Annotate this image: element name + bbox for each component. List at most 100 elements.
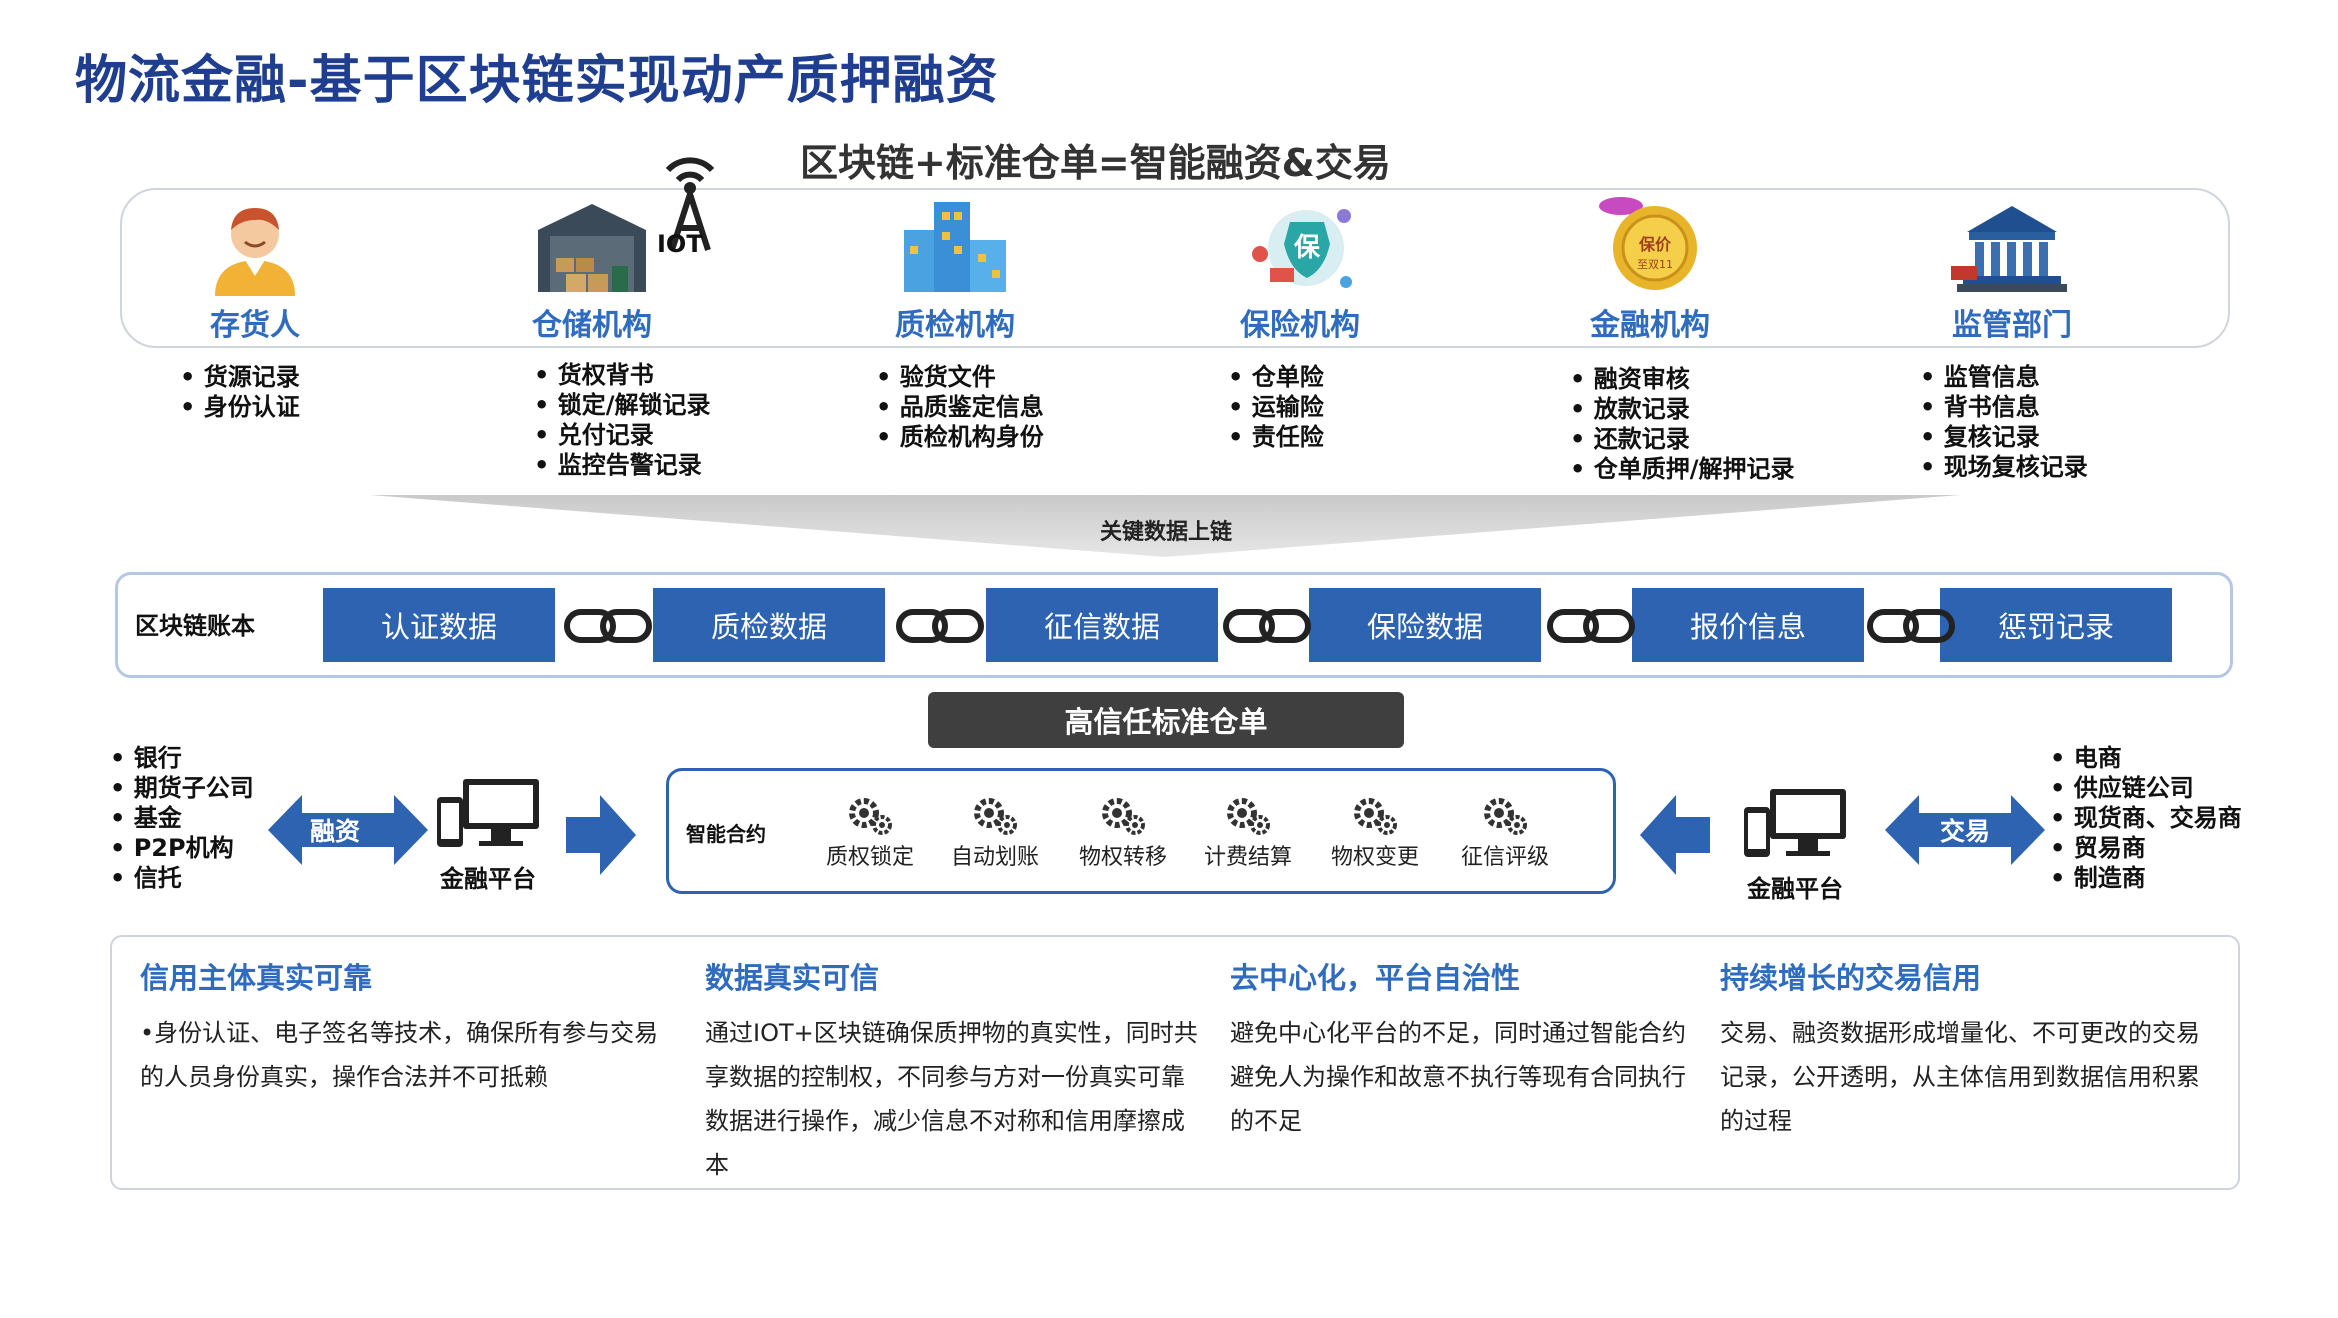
insurance-records: 仓单险 运输险 责任险 bbox=[1228, 362, 1324, 452]
list-item: 责任险 bbox=[1228, 422, 1324, 452]
list-item: 贸易商 bbox=[2050, 833, 2242, 863]
block-penalty-records: 惩罚记录 bbox=[1940, 588, 2172, 662]
gears-icon bbox=[1354, 798, 1397, 835]
building-icon bbox=[904, 202, 1006, 292]
insurance-icon: 保 bbox=[1252, 209, 1352, 288]
list-item: 运输险 bbox=[1228, 392, 1324, 422]
func-label: 征信评级 bbox=[1460, 845, 1549, 870]
list-item: 融资审核 bbox=[1570, 364, 1794, 394]
svg-text:保价: 保价 bbox=[1638, 235, 1672, 254]
block-credit-data: 征信数据 bbox=[986, 588, 1218, 662]
regulator-records: 监管信息 背书信息 复核记录 现场复核记录 bbox=[1920, 362, 2088, 482]
page-title: 物流金融-基于区块链实现动产质押融资 bbox=[75, 51, 999, 111]
benefit-growing-credit: 持续增长的交易信用 交易、融资数据形成增量化、不可更改的交易记录，公开透明，从主… bbox=[1720, 955, 2215, 1143]
arrow-right-icon bbox=[566, 795, 636, 875]
ledger-label: 区块链账本 bbox=[135, 612, 255, 640]
finance-records: 融资审核 放款记录 还款记录 仓单质押/解押记录 bbox=[1570, 364, 1795, 484]
list-item: 银行 bbox=[110, 743, 254, 773]
func-label: 物权变更 bbox=[1330, 845, 1419, 870]
list-item: 兑付记录 bbox=[534, 420, 710, 450]
benefit-credible-entities: 信用主体真实可靠 •身份认证、电子签名等技术，确保所有参与交易的人员身份真实，操… bbox=[140, 955, 680, 1099]
actor-label: 金融机构 bbox=[1590, 308, 1710, 343]
platform-label: 金融平台 bbox=[1747, 875, 1843, 903]
benefit-trusted-data: 数据真实可信 通过IOT+区块链确保质押物的真实性，同时共享数据的控制权，不同参… bbox=[705, 955, 1200, 1187]
list-item: 复核记录 bbox=[1920, 422, 2088, 452]
gears-icon bbox=[849, 798, 892, 835]
list-item: 货源记录 bbox=[180, 362, 300, 392]
data-funnel bbox=[370, 495, 1960, 557]
func-billing: 计费结算 bbox=[1193, 795, 1303, 871]
list-item: 品质鉴定信息 bbox=[876, 392, 1044, 422]
gold-coin-icon: 保价 至双11 bbox=[1599, 197, 1697, 290]
func-label: 自动划账 bbox=[950, 845, 1039, 870]
financing-label: 融资 bbox=[310, 817, 361, 846]
computer-phone-icon bbox=[1744, 789, 1846, 857]
financing-parties: 银行 期货子公司 基金 P2P机构 信托 bbox=[110, 743, 254, 893]
actor-label: 保险机构 bbox=[1240, 308, 1360, 343]
inspection-records: 验货文件 品质鉴定信息 质检机构身份 bbox=[876, 362, 1044, 452]
actors-panel bbox=[120, 188, 2230, 348]
benefit-title: 信用主体真实可靠 bbox=[140, 961, 373, 995]
list-item: 仓单质押/解押记录 bbox=[1570, 454, 1795, 484]
trade-label: 交易 bbox=[1940, 817, 1991, 846]
block-insurance-data: 保险数据 bbox=[1309, 588, 1541, 662]
list-item: 背书信息 bbox=[1920, 392, 2088, 422]
actor-insurance: 保 保险机构 bbox=[1200, 192, 1400, 343]
funnel-label: 关键数据上链 bbox=[1100, 520, 1233, 545]
func-label: 计费结算 bbox=[1203, 845, 1292, 870]
chain-link-icon bbox=[564, 609, 652, 643]
actor-regulator: 监管部门 bbox=[1912, 192, 2112, 343]
finance-platform-right: 金融平台 bbox=[1730, 785, 1860, 904]
list-item: 验货文件 bbox=[876, 362, 1044, 392]
svg-text:至双11: 至双11 bbox=[1637, 258, 1673, 271]
person-icon bbox=[215, 208, 295, 296]
blockchain-ledger bbox=[115, 572, 2233, 678]
block-inspection-data: 质检数据 bbox=[653, 588, 885, 662]
func-label: 质权锁定 bbox=[825, 845, 914, 870]
chain-link-icon bbox=[1867, 609, 1955, 643]
svg-text:保: 保 bbox=[1293, 233, 1321, 263]
finance-platform-left: 金融平台 bbox=[423, 775, 553, 894]
iot-label: IOT bbox=[657, 230, 703, 258]
func-pledge-lock: 质权锁定 bbox=[815, 795, 925, 871]
trusted-warehouse-receipt: 高信任标准仓单 bbox=[928, 692, 1404, 748]
actor-inspection: 质检机构 bbox=[855, 192, 1055, 343]
list-item: 还款记录 bbox=[1570, 424, 1794, 454]
func-credit-rating: 征信评级 bbox=[1450, 795, 1560, 871]
actor-finance: 保价 至双11 金融机构 bbox=[1550, 192, 1750, 343]
list-item: 监管信息 bbox=[1920, 362, 2088, 392]
benefit-title: 持续增长的交易信用 bbox=[1720, 961, 1982, 995]
list-item: 制造商 bbox=[2050, 863, 2242, 893]
list-item: 信托 bbox=[110, 863, 254, 893]
chain-link-icon bbox=[1547, 609, 1635, 643]
list-item: 质检机构身份 bbox=[876, 422, 1044, 452]
list-item: 监控告警记录 bbox=[534, 450, 710, 480]
gears-icon bbox=[1227, 798, 1270, 835]
smart-contract-label: 智能合约 bbox=[686, 822, 766, 846]
trading-parties: 电商 供应链公司 现货商、交易商 贸易商 制造商 bbox=[2050, 743, 2242, 893]
benefit-title: 数据真实可信 bbox=[705, 961, 880, 995]
list-item: 现场复核记录 bbox=[1920, 452, 2088, 482]
government-building-icon bbox=[1951, 206, 2067, 292]
iot-antenna-icon bbox=[665, 157, 715, 251]
gears-icon bbox=[974, 798, 1017, 835]
func-title-transfer: 物权转移 bbox=[1068, 795, 1178, 871]
chain-link-icon bbox=[1223, 609, 1311, 643]
block-quote-info: 报价信息 bbox=[1632, 588, 1864, 662]
actor-label: 质检机构 bbox=[895, 308, 1015, 343]
func-auto-transfer: 自动划账 bbox=[940, 795, 1050, 871]
list-item: 仓单险 bbox=[1228, 362, 1324, 392]
actor-label: 监管部门 bbox=[1952, 308, 2072, 343]
list-item: 电商 bbox=[2050, 743, 2242, 773]
platform-label: 金融平台 bbox=[440, 865, 536, 893]
func-title-change: 物权变更 bbox=[1320, 795, 1430, 871]
benefit-text: 避免中心化平台的不足，同时通过智能合约避免人为操作和故意不执行等现有合同执行的不… bbox=[1230, 1019, 1686, 1135]
block-auth-data: 认证数据 bbox=[323, 588, 555, 662]
benefit-title: 去中心化，平台自治性 bbox=[1230, 961, 1521, 995]
gears-icon bbox=[1102, 798, 1145, 835]
list-item: 锁定/解锁记录 bbox=[534, 390, 711, 420]
depositor-records: 货源记录 身份认证 bbox=[180, 362, 300, 422]
gears-icon bbox=[1484, 798, 1527, 835]
warehouse-records: 货权背书 锁定/解锁记录 兑付记录 监控告警记录 bbox=[534, 360, 711, 480]
list-item: P2P机构 bbox=[110, 833, 254, 863]
